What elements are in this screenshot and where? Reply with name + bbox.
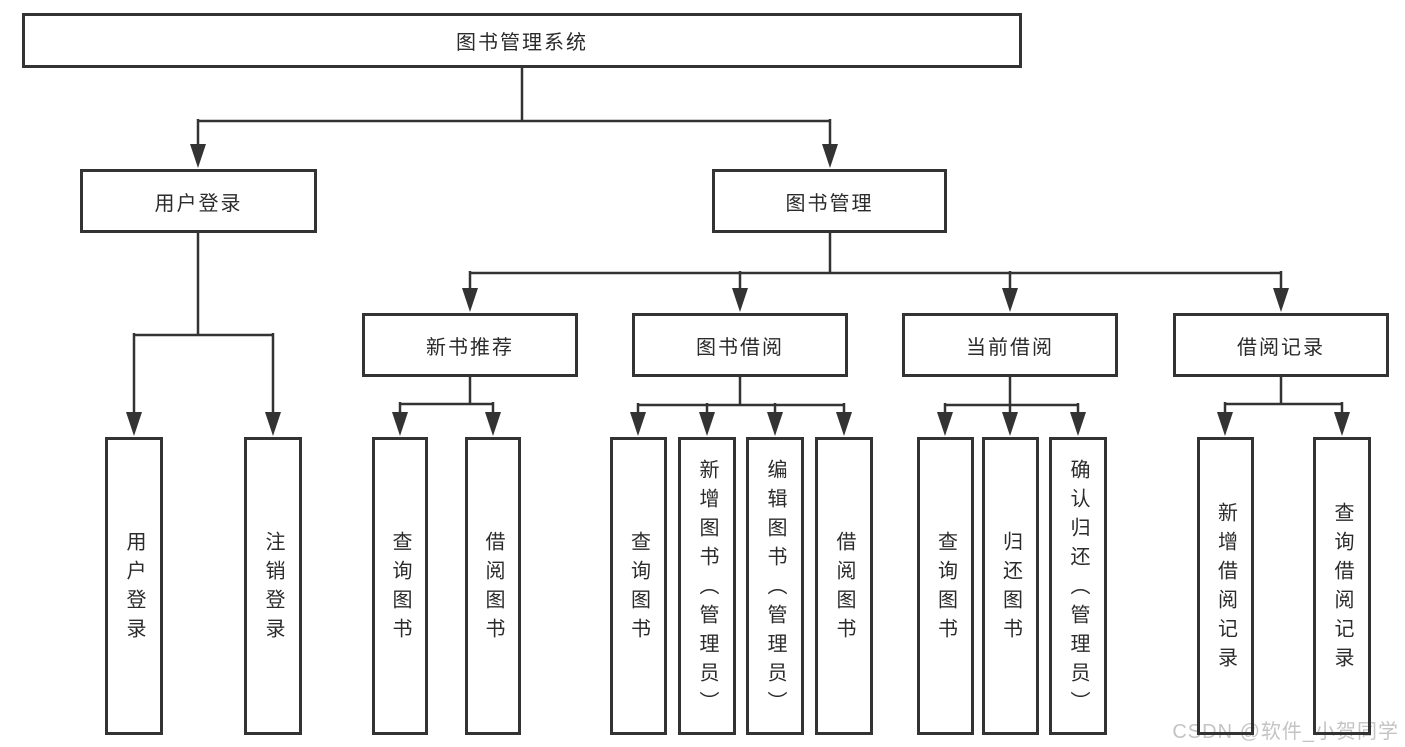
node-book-management: 图书管理: [712, 169, 947, 233]
leaf-add-books-admin: 新增图书（管理员）: [678, 437, 736, 735]
leaf-borrow-books-recommend: 借阅图书: [465, 437, 521, 735]
node-new-book-recommend: 新书推荐: [362, 313, 578, 377]
node-current-borrow: 当前借阅: [902, 313, 1118, 377]
leaf-edit-books-admin: 编辑图书（管理员）: [746, 437, 804, 735]
leaf-return-books: 归还图书: [982, 437, 1039, 735]
node-library-system: 图书管理系统: [22, 13, 1022, 68]
leaf-user-login: 用户登录: [105, 437, 163, 735]
leaf-query-borrow-record: 查询借阅记录: [1313, 437, 1371, 735]
watermark: CSDN @软件_小贺同学: [1172, 721, 1399, 743]
node-book-borrow: 图书借阅: [632, 313, 848, 377]
leaf-logout: 注销登录: [244, 437, 302, 735]
leaf-confirm-return-admin: 确认归还（管理员）: [1049, 437, 1107, 735]
leaf-borrow-books: 借阅图书: [815, 437, 873, 735]
leaf-add-borrow-record: 新增借阅记录: [1197, 437, 1254, 735]
arrowheads: [126, 144, 1350, 436]
node-user-login: 用户登录: [80, 169, 317, 233]
leaf-query-books-recommend: 查询图书: [372, 437, 428, 735]
leaf-query-books-current: 查询图书: [917, 437, 974, 735]
leaf-query-books-borrow: 查询图书: [610, 437, 667, 735]
node-borrow-records: 借阅记录: [1173, 313, 1389, 377]
